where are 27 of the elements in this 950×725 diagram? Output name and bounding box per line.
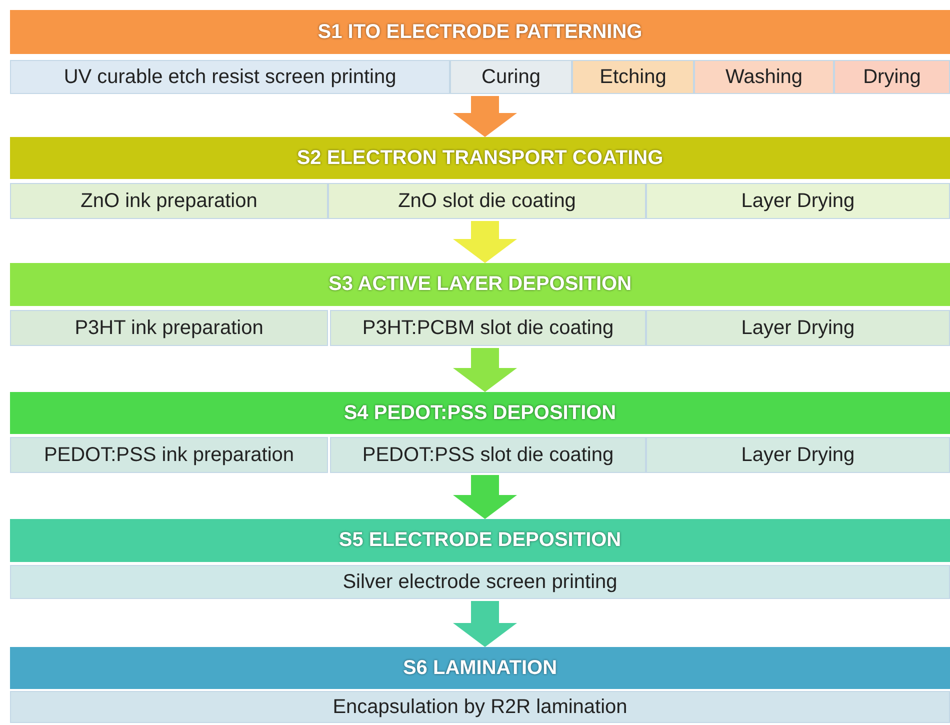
process-step-box: Washing — [694, 60, 834, 94]
process-step-box: PEDOT:PSS ink preparation — [10, 437, 328, 473]
process-step-box: P3HT:PCBM slot die coating — [330, 310, 646, 346]
process-step-box: PEDOT:PSS slot die coating — [330, 437, 646, 473]
block-arrow — [453, 601, 517, 647]
stage-header-band: S5 ELECTRODE DEPOSITION — [10, 519, 950, 562]
block-arrow — [453, 348, 517, 392]
block-arrow — [453, 221, 517, 263]
process-step-box: Layer Drying — [646, 183, 950, 219]
block-arrow — [453, 475, 517, 519]
process-step-box: Encapsulation by R2R lamination — [10, 691, 950, 723]
process-step-box: Silver electrode screen printing — [10, 565, 950, 599]
process-step-box: Layer Drying — [646, 310, 950, 346]
process-step-box: ZnO ink preparation — [10, 183, 328, 219]
stage-header-band: S2 ELECTRON TRANSPORT COATING — [10, 137, 950, 179]
process-step-box: UV curable etch resist screen printing — [10, 60, 450, 94]
stage-header-band: S6 LAMINATION — [10, 647, 950, 689]
process-step-box: P3HT ink preparation — [10, 310, 328, 346]
process-step-box: ZnO slot die coating — [328, 183, 646, 219]
block-arrow — [453, 96, 517, 137]
stage-header-band: S1 ITO ELECTRODE PATTERNING — [10, 10, 950, 54]
stage-header-band: S3 ACTIVE LAYER DEPOSITION — [10, 263, 950, 306]
stage-header-band: S4 PEDOT:PSS DEPOSITION — [10, 392, 950, 434]
process-step-box: Etching — [572, 60, 694, 94]
process-step-box: Curing — [450, 60, 572, 94]
process-step-box: Drying — [834, 60, 950, 94]
process-step-box: Layer Drying — [646, 437, 950, 473]
